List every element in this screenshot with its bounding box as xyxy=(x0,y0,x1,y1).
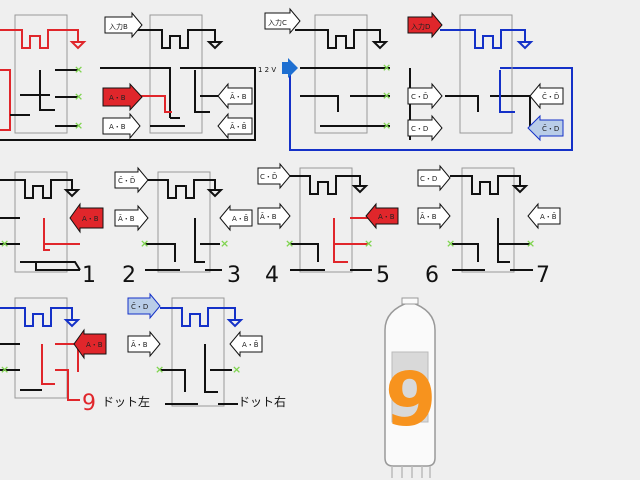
tag-ab-right-1: Ā・B xyxy=(217,82,253,110)
digit-2-label: 2 xyxy=(122,263,136,288)
tag-ab-red: A・B xyxy=(102,82,143,112)
tag-cd-digit4: C・D̄ xyxy=(257,162,291,190)
svg-text:A・B: A・B xyxy=(109,94,126,102)
svg-text:C・D: C・D xyxy=(420,175,437,183)
svg-text:C̄・D̄: C̄・D̄ xyxy=(542,92,559,101)
svg-text:×: × xyxy=(382,89,391,102)
svg-text:×: × xyxy=(446,237,455,250)
tag-cd-1: C・D̄ xyxy=(407,82,443,110)
relay-digit-1: × xyxy=(0,171,81,273)
relay-digit-2-3: × × xyxy=(140,171,229,273)
svg-text:×: × xyxy=(74,90,83,103)
svg-text:×: × xyxy=(232,363,241,376)
svg-text:Ā・B: Ā・B xyxy=(131,340,148,349)
tag-ab-digit1: A・B xyxy=(69,202,104,234)
svg-text:C̄・D̄: C̄・D̄ xyxy=(118,176,135,185)
tag-ab-digit7: A・B̄ xyxy=(527,202,561,230)
svg-text:C・D̄: C・D̄ xyxy=(411,92,428,101)
tag-nab-digit6: Ā・B xyxy=(417,202,451,230)
svg-text:A・B: A・B xyxy=(86,341,103,349)
tag-cd-2: C・D xyxy=(407,114,443,142)
svg-text:×: × xyxy=(0,363,9,376)
svg-text:C・D: C・D xyxy=(411,125,428,133)
input-c-arrow: 入力C xyxy=(264,7,301,35)
svg-text:C̄・D: C̄・D xyxy=(131,302,148,311)
tag-cd-right-1: C̄・D̄ xyxy=(529,82,564,110)
svg-text:Ā・B: Ā・B xyxy=(420,212,437,221)
digit-7-label: 7 xyxy=(536,263,550,288)
svg-text:×: × xyxy=(364,237,373,250)
svg-text:×: × xyxy=(140,237,149,250)
tag-ab-dot: A・B̄ xyxy=(229,330,263,358)
input-b-label: 入力B xyxy=(109,22,128,31)
dot-left-label: ドット左 xyxy=(102,394,150,409)
digit-3-label: 3 xyxy=(227,263,241,288)
tag-ncd-digit2: C̄・D̄ xyxy=(114,166,149,194)
svg-text:×: × xyxy=(382,61,391,74)
svg-text:A・B̄: A・B̄ xyxy=(242,340,259,349)
svg-text:A・B: A・B xyxy=(109,123,126,131)
tag-ab-1: A・B xyxy=(102,112,141,140)
tag-nab-digit2: Ā・B xyxy=(114,204,149,232)
svg-text:Ā・B̄: Ā・B̄ xyxy=(230,122,247,131)
svg-text:A・B̄: A・B̄ xyxy=(232,214,249,223)
svg-text:A・B: A・B xyxy=(82,215,99,223)
tag-cd-right-2: C̄・D xyxy=(527,114,564,142)
digit-1-label: 1 xyxy=(82,263,96,288)
digit-5-label: 5 xyxy=(376,263,390,288)
voltage-source: 1 2 V xyxy=(258,58,298,78)
dot-right-label: ドット右 xyxy=(238,394,286,409)
tag-cd-digit6: C・D xyxy=(417,164,451,192)
relay-digit-4-5: × × xyxy=(285,167,373,273)
tag-ncd-dot: C̄・D xyxy=(127,292,161,320)
input-b-arrow: 入力B xyxy=(104,11,143,39)
svg-text:A・B̄: A・B̄ xyxy=(540,212,557,221)
relay-dot: × × xyxy=(155,297,244,407)
digit-9-label: 9 xyxy=(82,391,96,416)
svg-text:×: × xyxy=(155,363,164,376)
relay-d xyxy=(440,14,534,134)
input-d-arrow: 入力D xyxy=(407,11,443,39)
svg-text:Ā・B: Ā・B xyxy=(118,214,135,223)
svg-text:×: × xyxy=(74,119,83,132)
svg-text:×: × xyxy=(382,119,391,132)
svg-text:×: × xyxy=(74,63,83,76)
svg-text:×: × xyxy=(526,237,535,250)
svg-text:A・B: A・B xyxy=(378,213,395,221)
tag-nab-digit4: Ā・B xyxy=(257,202,291,230)
relay-digit-9: × xyxy=(0,297,81,401)
relay-a: × × × xyxy=(0,14,87,134)
tag-ab-digit3: A・B̄ xyxy=(219,204,253,232)
tag-ab-digit9: A・B xyxy=(73,328,107,360)
tag-ab-digit5: A・B xyxy=(365,202,399,230)
input-d-label: 入力D xyxy=(411,22,430,31)
digit-6-label: 6 xyxy=(425,263,439,288)
input-c-label: 入力C xyxy=(268,18,287,27)
nixie-tube: 9 xyxy=(384,297,437,478)
relay-b xyxy=(0,14,256,141)
tag-nab-dot: Ā・B xyxy=(127,330,161,358)
svg-text:C̄・D: C̄・D xyxy=(542,124,559,133)
digit-4-label: 4 xyxy=(265,263,279,288)
svg-text:Ā・B: Ā・B xyxy=(230,92,247,101)
svg-text:×: × xyxy=(220,237,229,250)
svg-text:Ā・B: Ā・B xyxy=(260,212,277,221)
tag-ab-right-2: Ā・B̄ xyxy=(217,112,253,140)
svg-text:×: × xyxy=(285,237,294,250)
relay-digit-6-7: × × xyxy=(446,167,535,273)
voltage-label: 1 2 V xyxy=(258,66,276,74)
svg-text:C・D̄: C・D̄ xyxy=(260,172,277,181)
svg-text:×: × xyxy=(0,237,9,250)
nixie-digit: 9 xyxy=(385,357,437,443)
